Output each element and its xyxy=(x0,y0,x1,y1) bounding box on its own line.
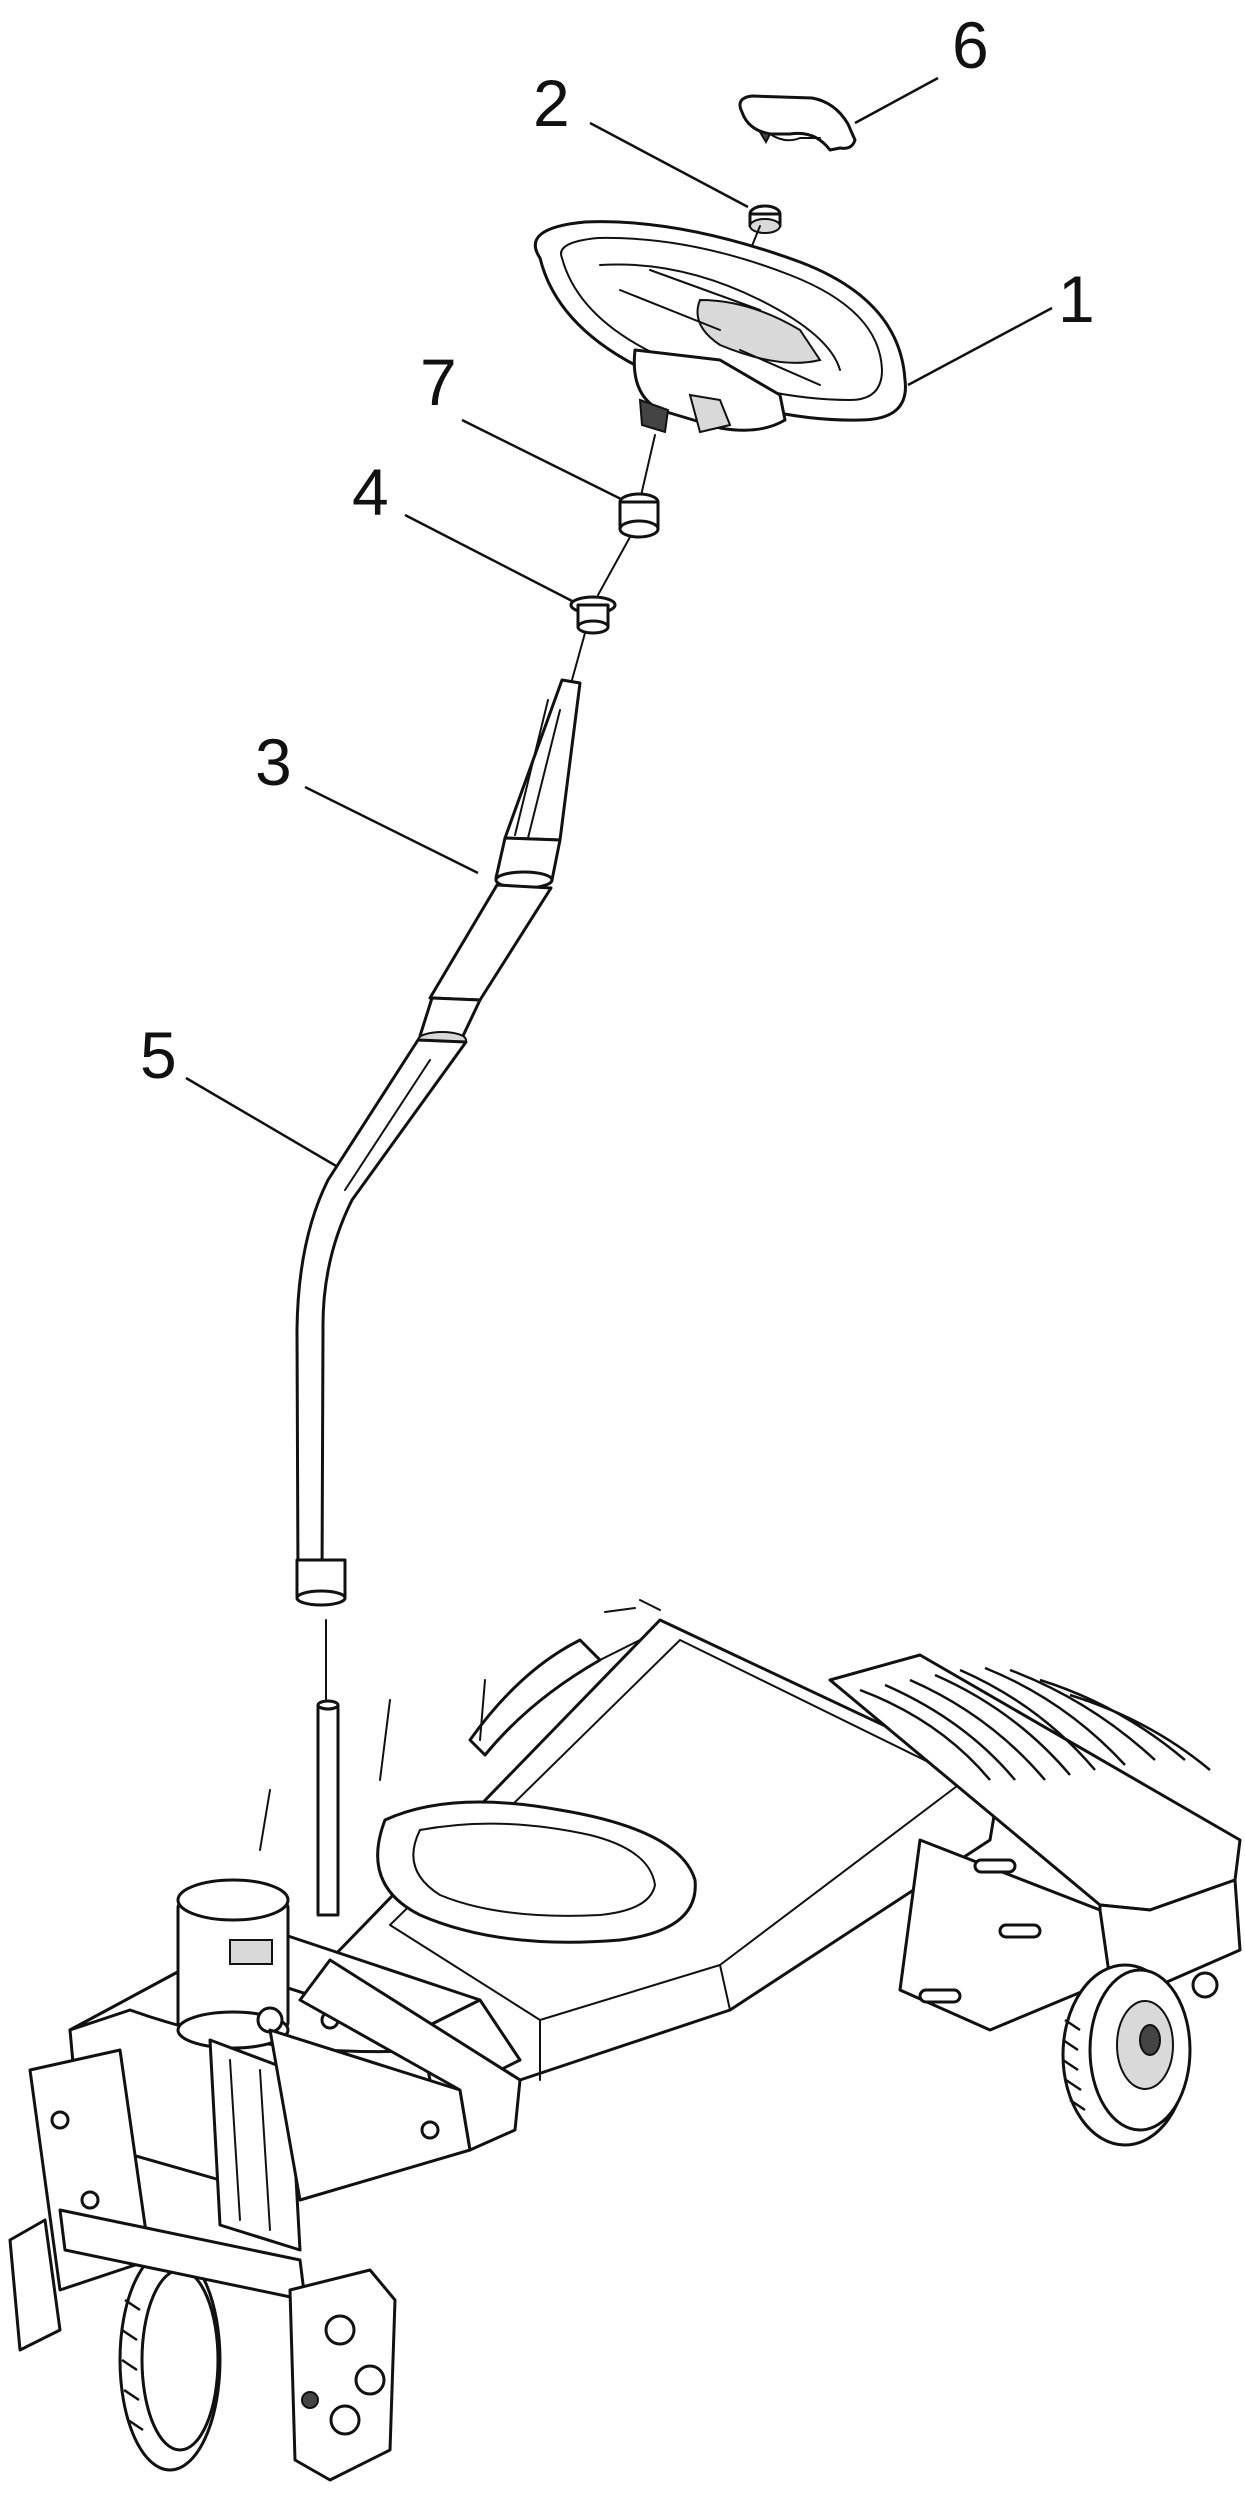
callout-7-label: 7 xyxy=(420,345,457,419)
callout-7: 7 xyxy=(420,345,624,502)
callout-4-label: 4 xyxy=(352,455,389,529)
bushing-part xyxy=(618,492,660,539)
callout-3-leader xyxy=(304,785,479,875)
callout-5: 5 xyxy=(140,1018,344,1172)
callout-6-leader xyxy=(854,76,939,125)
axis-line-wheel xyxy=(639,434,656,501)
callout-1-label: 1 xyxy=(1058,262,1095,336)
horn-cap-part xyxy=(738,94,857,152)
callout-7-leader xyxy=(461,418,624,502)
callout-2-leader xyxy=(589,121,749,209)
callout-6-label: 6 xyxy=(952,8,989,82)
steering-wheel-part xyxy=(533,220,907,434)
steering-shaft-part xyxy=(428,678,582,1002)
callout-4-leader xyxy=(404,513,577,605)
flanged-bushing-part xyxy=(569,595,617,635)
callout-3: 3 xyxy=(255,725,479,875)
axis-line-lower xyxy=(571,632,586,681)
nut-part xyxy=(748,204,782,234)
axis-line-mid xyxy=(597,536,631,596)
callout-1: 1 xyxy=(907,262,1095,387)
steering-column-part xyxy=(295,996,482,1607)
scooter-base-part xyxy=(8,1599,1242,2482)
callout-1-leader xyxy=(907,306,1053,387)
callout-5-label: 5 xyxy=(140,1018,177,1092)
callout-5-leader xyxy=(185,1076,344,1172)
callout-6: 6 xyxy=(854,8,989,125)
callout-2-label: 2 xyxy=(533,66,570,140)
callout-2: 2 xyxy=(533,66,749,209)
callout-4: 4 xyxy=(352,455,577,605)
callout-3-label: 3 xyxy=(255,725,292,799)
